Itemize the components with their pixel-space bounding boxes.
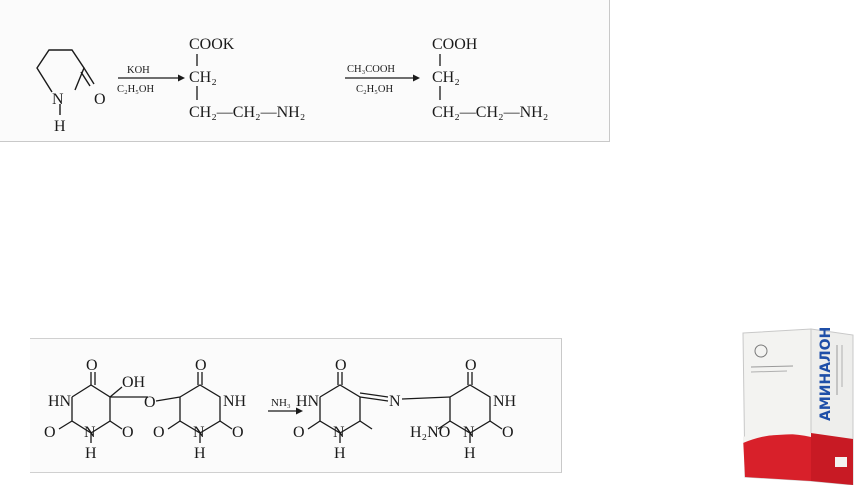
- ring-d-nitrogen: N: [463, 424, 475, 441]
- murexide-reaction-scheme: O HN OH O O N O H O NH O N O H NH₃ O HN …: [30, 338, 562, 473]
- pyrrolidone-structure: [36, 49, 95, 115]
- reagent-koh: KOH: [127, 65, 150, 76]
- ring-d-top-oxygen: O: [465, 357, 477, 374]
- intermediate-ch2-label: CH₂: [189, 69, 217, 86]
- ring-hydrogen-label: H: [54, 118, 66, 135]
- murexide-reaction-svg: O HN OH O O N O H O NH O N O H NH₃ O HN …: [44, 357, 517, 462]
- ring-c-hydrogen: H: [334, 445, 346, 462]
- ammonia-reaction-arrow: [268, 407, 303, 415]
- reagent-ethanol-2: C₂H₅OH: [356, 84, 393, 95]
- ring-d-right-oxygen: O: [502, 424, 514, 441]
- ring-a-hydroxyl: OH: [122, 374, 146, 391]
- ring-c-left-oxygen: O: [293, 424, 305, 441]
- ring-b-nitrogen: N: [193, 424, 205, 441]
- ring-a-hydrogen: H: [85, 445, 97, 462]
- reaction-arrow-2: [345, 74, 420, 82]
- reagent-acetic-acid: CH₃COOH: [347, 64, 395, 75]
- bridge-oxygen: O: [144, 394, 156, 411]
- manufacturer-logo-icon: [754, 344, 768, 358]
- ring-d-hydrogen: H: [464, 445, 476, 462]
- ring-c-top-oxygen: O: [335, 357, 347, 374]
- reagent-ethanol-1: C₂H₅OH: [117, 84, 154, 95]
- product-chain-label: CH₂—CH₂—NH₂: [432, 104, 548, 121]
- reaction-arrow-1: [118, 74, 185, 82]
- ring-b-top-oxygen: O: [195, 357, 207, 374]
- ring-a-right-oxygen: O: [122, 424, 134, 441]
- carboxylic-acid-label: COOH: [432, 36, 478, 53]
- ring-a-left-oxygen: O: [44, 424, 56, 441]
- ring-b-right-oxygen: O: [232, 424, 244, 441]
- imine-nitrogen: N: [389, 393, 401, 410]
- ring-b-hydrogen: H: [194, 445, 206, 462]
- carbonyl-oxygen-label: O: [94, 91, 106, 108]
- ring-d-nh: NH: [493, 393, 517, 410]
- ring-c-hn: HN: [296, 393, 320, 410]
- ring-b-left-oxygen: O: [153, 424, 165, 441]
- gaba-synthesis-scheme: N H O KOH C₂H₅OH COOK CH₂ CH₂—CH₂—NH₂ CH…: [0, 0, 610, 142]
- ring-c-nitrogen: N: [333, 424, 345, 441]
- brand-name: АМИНАЛОН: [818, 327, 834, 421]
- ring-a-hn: HN: [48, 393, 72, 410]
- ring-nitrogen-label: N: [52, 91, 64, 108]
- product-ch2-label: CH₂: [432, 69, 460, 86]
- aminalon-package: АМИНАЛОН: [737, 325, 855, 486]
- intermediate-chain-label: CH₂—CH₂—NH₂: [189, 104, 305, 121]
- ring-a-top-oxygen: O: [86, 357, 98, 374]
- ammonium-oxide-label: H₂NO: [410, 424, 450, 441]
- ring-b-nh: NH: [223, 393, 247, 410]
- gaba-synthesis-svg: N H O KOH C₂H₅OH COOK CH₂ CH₂—CH₂—NH₂ CH…: [36, 36, 548, 135]
- package-svg: АМИНАЛОН: [742, 327, 854, 486]
- ring-a-nitrogen: N: [84, 424, 96, 441]
- reagent-ammonia: NH₃: [271, 397, 291, 409]
- ring-bonds: [58, 372, 503, 443]
- potassium-carboxylate-label: COOK: [189, 36, 235, 53]
